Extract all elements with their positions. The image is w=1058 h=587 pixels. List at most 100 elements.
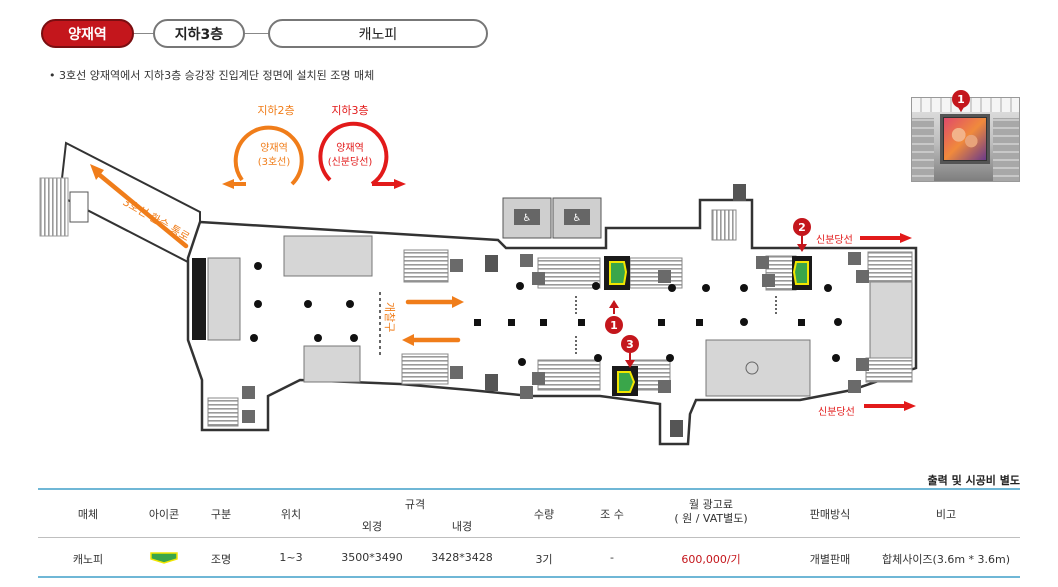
header-spec: 규격	[404, 498, 426, 511]
marker-1-label: 1	[610, 319, 618, 332]
stairs-down-left	[401, 353, 449, 385]
header-icon: 아이콘	[148, 508, 180, 521]
toilet-block-right	[552, 197, 602, 239]
restroom-icon	[514, 209, 540, 225]
shop-block	[869, 281, 913, 359]
header-inner: 내경	[451, 520, 473, 533]
row-remarks: 합체사이즈(3.6m * 3.6m)	[881, 553, 1011, 566]
stairs-platform-3	[537, 359, 601, 391]
header-remarks: 비고	[935, 508, 957, 521]
corridor-room	[69, 191, 89, 223]
escalator-icon	[756, 256, 769, 269]
arrow-heads	[90, 164, 464, 346]
header-fee: 월 광고료( 원 / VAT별도)	[674, 498, 747, 526]
photo-marker[interactable]: 1	[952, 90, 970, 112]
header-quantity: 수량	[533, 508, 555, 521]
canopy-marker-2[interactable]	[792, 261, 809, 285]
escalator-icon	[658, 270, 671, 283]
photo-marker-label: 1	[957, 93, 965, 106]
canopy-marker-3[interactable]	[617, 371, 636, 393]
elevator-icon	[670, 420, 683, 437]
shop-block	[207, 257, 241, 341]
gate-label: 개찰구	[383, 302, 396, 332]
stairs-exit-bottom	[207, 397, 239, 427]
circle-b3-line2: (신분당선)	[328, 156, 373, 168]
media-description-text: 3호선 양재역에서 지하3층 승강장 진입계단 정면에 설치된 조명 매체	[59, 69, 375, 82]
direction-label-top: 신분당선	[816, 234, 853, 246]
restroom-glyph: ♿	[523, 213, 532, 224]
circle-b2-line2: (3호선)	[258, 156, 291, 168]
table-header-row: 매체 아이콘 구분 위치 규격 외경 내경 수량 조 수 월 광고료( 원 / …	[38, 490, 1020, 538]
marker-3-label: 3	[626, 338, 634, 351]
escalator-icon	[856, 358, 869, 371]
escalator-icon	[242, 410, 255, 423]
canopy-icon	[150, 552, 178, 564]
escalator-icon	[450, 366, 463, 379]
marker-3[interactable]: 3	[621, 335, 639, 368]
escalator-icon	[856, 270, 869, 283]
escalator-icon	[848, 380, 861, 393]
stairs-platform-1b	[629, 257, 683, 289]
escalator-icon	[520, 254, 533, 267]
escalator-icon	[520, 386, 533, 399]
header-outer: 외경	[361, 520, 383, 533]
direction-label-bottom: 신분당선	[818, 406, 855, 418]
stairs-platform-1	[537, 257, 601, 289]
info-icon	[745, 361, 759, 375]
marker-2[interactable]: 2	[793, 218, 811, 252]
row-fee: 600,000/기	[681, 553, 741, 566]
header-position: 위치	[280, 508, 302, 521]
direction-arrowhead-top	[900, 233, 912, 243]
header-fee-line1: 월 광고료	[689, 498, 733, 511]
row-category: 조명	[210, 553, 232, 566]
row-outer: 3500*3490	[341, 551, 403, 564]
media-description: • 3호선 양재역에서 지하3층 승강장 진입계단 정면에 설치된 조명 매체	[49, 69, 375, 82]
breadcrumb-connector	[134, 33, 154, 34]
shop-block	[303, 345, 361, 383]
row-faces: -	[610, 551, 614, 564]
header-faces: 조 수	[600, 508, 624, 521]
elevator-icons	[485, 184, 746, 437]
row-quantity: 3기	[535, 553, 553, 566]
row-position: 1~3	[279, 551, 303, 564]
escalator-icon	[242, 386, 255, 399]
installation-photo[interactable]	[911, 97, 1020, 182]
escalator-icon	[762, 274, 775, 287]
marker-2-label: 2	[798, 221, 806, 234]
table-note: 출력 및 시공비 별도	[927, 474, 1020, 487]
circle-b3-loop	[318, 121, 389, 186]
row-media: 캐노피	[72, 553, 104, 566]
circle-b2-arrowhead	[222, 179, 234, 189]
escalator-icon	[450, 259, 463, 272]
header-fee-line2: ( 원 / VAT별도)	[674, 512, 748, 525]
breadcrumb-media-type[interactable]: 캐노피	[268, 19, 488, 48]
header-category: 구분	[210, 508, 232, 521]
breadcrumb-station[interactable]: 양재역	[41, 19, 134, 48]
table-row: 캐노피 조명 1~3 3500*3490 3428*3428 3기 - 600,…	[38, 538, 1020, 578]
escalator-icon	[848, 252, 861, 265]
shop-block	[283, 235, 373, 277]
restroom-glyph: ♿	[573, 213, 582, 224]
direction-arrowhead-bottom	[904, 401, 916, 411]
stairs-exit-top	[711, 209, 737, 241]
escalator-icon	[532, 272, 545, 285]
station-floor-map: ♿ ♿	[39, 90, 970, 446]
breadcrumb-floor[interactable]: 지하3층	[153, 19, 245, 48]
elevator-icon	[485, 374, 498, 391]
header-media: 매체	[77, 508, 99, 521]
row-sales: 개별판매	[809, 553, 851, 566]
ad-spec-table: 매체 아이콘 구분 위치 규격 외경 내경 수량 조 수 월 광고료( 원 / …	[38, 488, 1020, 578]
elevator-icon	[733, 184, 746, 201]
breadcrumb-station-label: 양재역	[68, 26, 107, 43]
turnstiles	[379, 292, 777, 356]
canopy-marker-1[interactable]	[609, 261, 628, 285]
corridor-stairs	[39, 177, 69, 237]
breadcrumb-media-type-label: 캐노피	[358, 26, 398, 43]
breadcrumb-floor-label: 지하3층	[174, 26, 224, 43]
row-inner: 3428*3428	[431, 551, 493, 564]
escalator-icon	[532, 372, 545, 385]
circle-b2-line1: 양재역	[260, 142, 288, 154]
header-sales: 판매방식	[809, 508, 851, 521]
marker-1[interactable]: 1	[605, 300, 623, 334]
stairs-right-bottom	[865, 357, 913, 383]
